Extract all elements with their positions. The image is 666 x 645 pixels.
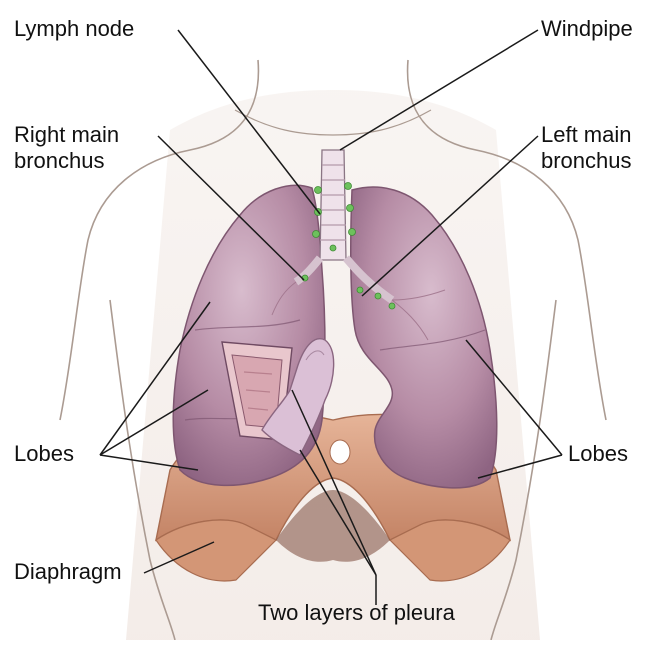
label-lobes-left: Lobes — [14, 441, 74, 467]
label-windpipe: Windpipe — [541, 16, 633, 42]
label-right-main-bronchus: Right main bronchus — [14, 122, 119, 174]
label-lobes-right: Lobes — [568, 441, 628, 467]
label-lymph-node: Lymph node — [14, 16, 134, 42]
label-right-main-bronchus-line2: bronchus — [14, 148, 119, 174]
label-right-main-bronchus-line1: Right main — [14, 122, 119, 148]
label-diaphragm: Diaphragm — [14, 559, 122, 585]
label-left-main-bronchus: Left main bronchus — [541, 122, 632, 174]
label-left-main-bronchus-line2: bronchus — [541, 148, 632, 174]
label-pleura: Two layers of pleura — [258, 600, 455, 626]
label-left-main-bronchus-line1: Left main — [541, 122, 632, 148]
